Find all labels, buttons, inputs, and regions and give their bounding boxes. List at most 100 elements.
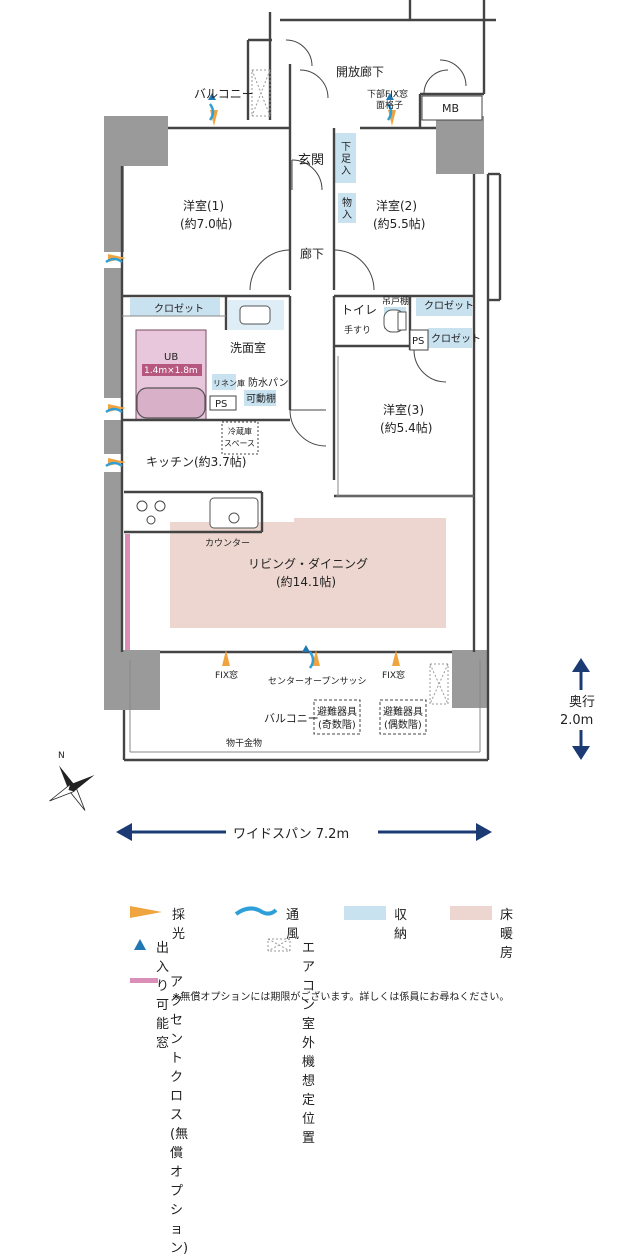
label-handrail: 手すり (344, 324, 371, 336)
label-open-corridor: 開放廊下 (336, 64, 384, 79)
legend-accent-cloth: アクセントクロス (無償オプション) (170, 975, 189, 1256)
label-fix-window-right: FIX窓 (382, 669, 405, 681)
label-hallway: 廊下 (300, 246, 324, 261)
ventilation-marker-0 (208, 103, 215, 121)
label-entrance: 玄関 (298, 153, 324, 168)
ac-outdoor-legend-icon (267, 938, 291, 952)
linen-area (212, 374, 236, 390)
storage-area (338, 193, 356, 223)
ps-box2 (409, 329, 429, 351)
label-evac-odd-1: 避難器具 (317, 705, 357, 718)
label-drying: 物干金物 (226, 737, 262, 749)
label-living-size: (約14.1帖) (276, 574, 336, 589)
label-ub-size: 1.4m×1.8m (144, 366, 198, 376)
washbasin (239, 305, 271, 325)
accent-legend-icon (130, 978, 158, 983)
label-living-name: リビング・ダイニング (248, 556, 368, 571)
label-counter: カウンター (205, 538, 250, 549)
compass-icon (49, 765, 95, 811)
label-center-sash: センターオープンサッシ (268, 676, 366, 687)
label-western1-size: (約7.0帖) (180, 216, 232, 231)
legend-lighting: 採光 (172, 908, 186, 942)
legend-floor-heating: 床暖房 (500, 908, 514, 961)
label-shoe-1: 下 (341, 142, 351, 153)
label-closet3: クロゼット (431, 333, 481, 345)
label-western3-size: (約5.4帖) (380, 420, 432, 435)
label-western2-name: 洋室(2) (376, 198, 417, 213)
lighting-legend-icon (130, 906, 162, 918)
shoe-storage-area (334, 133, 356, 183)
lighting-marker-6 (392, 650, 400, 666)
ventilation-markers (105, 93, 394, 669)
label-toilet: トイレ (341, 303, 377, 317)
doors (249, 39, 467, 447)
legend-access-window: 出入り可能窓 (156, 941, 170, 1051)
label-kitchen: キッチン(約3.7帖) (146, 454, 246, 469)
label-shoe-3: 入 (341, 166, 351, 177)
label-evac-even-1: 避難器具 (383, 705, 423, 718)
label-western3-name: 洋室(3) (383, 402, 424, 417)
unit-bath-size-bar (142, 364, 202, 376)
mb-box (421, 95, 483, 121)
label-hanging-shelf: 吊戸棚 (382, 295, 409, 307)
label-ps2: PS (412, 336, 424, 347)
legend-storage: 収納 (394, 908, 408, 942)
label-evac-even-2: (偶数階) (384, 718, 422, 731)
label-fridge1: 冷蔵庫 (228, 426, 252, 436)
label-movable-shelf: 可動棚 (246, 392, 276, 405)
fridge-space (221, 421, 259, 455)
ventilation-marker-1 (386, 103, 393, 121)
ventilation-marker-2 (105, 257, 123, 264)
legend-note: ※無償オプションには期限がございます。詳しくは係員にお尋ねください。 (172, 992, 510, 1003)
ventilation-legend-icon (234, 906, 278, 916)
ventilation-marker-5 (308, 651, 315, 669)
floor-plan: バルコニー 開放廊下 下部FIX窓 面格子 MB 玄関 廊下 洋室(1) (約7… (49, 0, 608, 983)
label-balcony-bottom: バルコニー (264, 712, 319, 725)
access-window-legend-icon (134, 939, 146, 950)
floor-heating-area-top (294, 518, 446, 526)
sink-drain (228, 512, 240, 524)
closet-toilet-side (428, 328, 472, 348)
label-storage-1: 物 (342, 196, 352, 209)
label-storage-2: 入 (342, 210, 352, 221)
lighting-marker-5 (222, 650, 230, 666)
label-waterproof-pan: 防水パン (248, 376, 289, 389)
label-ub: UB (164, 352, 178, 363)
label-western1-name: 洋室(1) (183, 198, 224, 213)
width-label-bg (226, 822, 378, 842)
structural-columns (104, 116, 488, 710)
toilet-tank (397, 311, 407, 331)
label-evac-odd-2: (奇数階) (318, 718, 356, 731)
legend-ventilation: 通風 (286, 908, 300, 942)
compass-north: N (58, 751, 65, 761)
label-fridge2: スペース (224, 439, 255, 448)
ac-outdoor-units (251, 69, 449, 705)
label-western2-size: (約5.5帖) (373, 216, 425, 231)
evac-even-box (379, 699, 427, 735)
label-balcony-top: バルコニー (194, 87, 254, 101)
floor-heating-legend-icon (450, 906, 492, 920)
closet-western1 (130, 298, 220, 316)
accent-cloth-wall (125, 534, 130, 650)
depth-value: 2.0m (560, 713, 593, 728)
walls (120, 0, 502, 762)
ventilation-marker-4 (105, 461, 123, 468)
legend-ac-outdoor: エアコン室外機想定位置 (302, 941, 316, 1146)
width-label: ワイドスパン 7.2m (233, 827, 349, 842)
access-window-marker-1 (386, 93, 394, 100)
thin-lines (122, 315, 481, 753)
label-washroom: 洗面室 (230, 340, 266, 355)
label-closet1: クロゼット (154, 303, 204, 315)
label-lattice: 面格子 (376, 99, 403, 111)
stove (136, 500, 166, 525)
evac-odd-box (313, 699, 361, 735)
label-shoe-2: 足 (341, 153, 351, 165)
depth-label: 奥行 (569, 695, 595, 710)
label-fix-window-left: FIX窓 (215, 669, 238, 681)
closet-western2 (416, 298, 472, 316)
label-ps1: PS (215, 399, 227, 410)
depth-label-bg (556, 690, 608, 730)
label-lower-fix-window: 下部FIX窓 (367, 88, 408, 100)
movable-shelf-area (244, 390, 276, 406)
bathtub (136, 387, 206, 419)
